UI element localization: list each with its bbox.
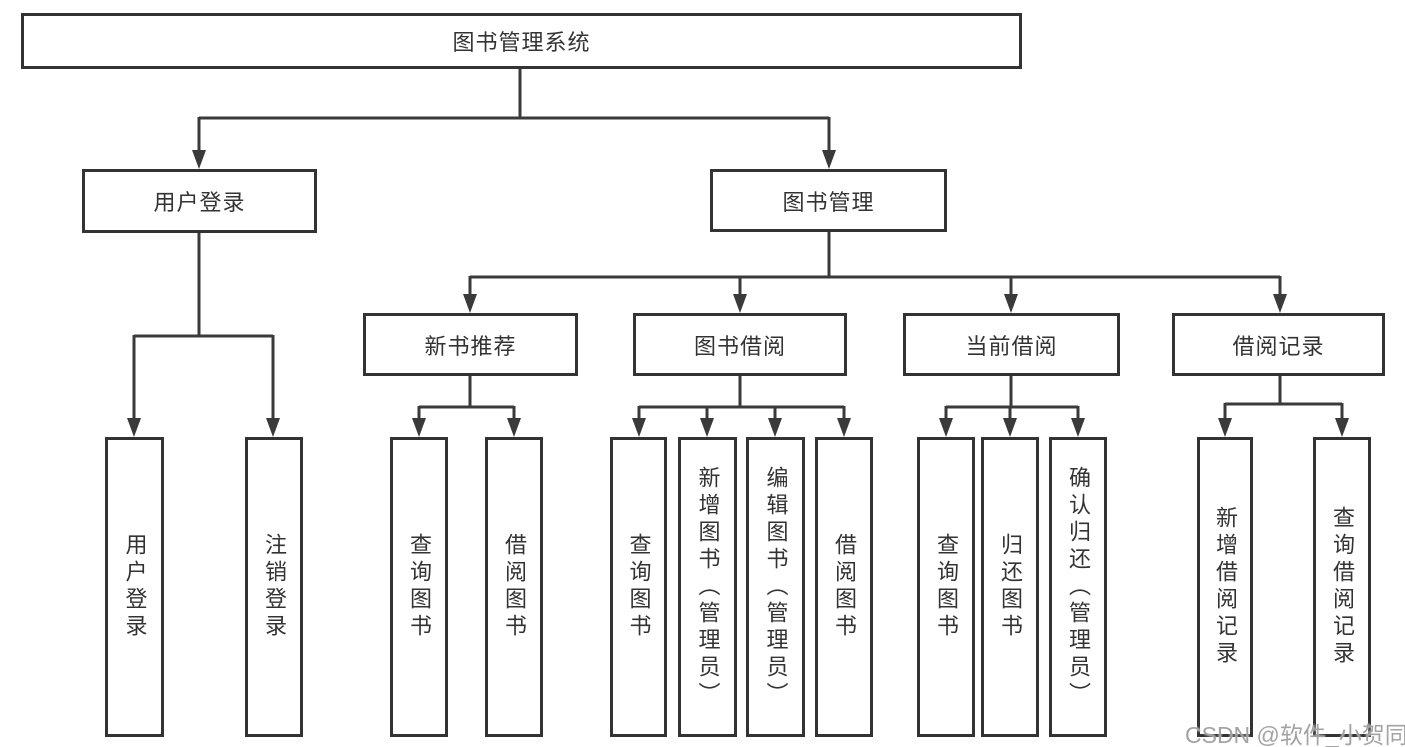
leaf-add-book-admin: 新增图书（管理员）	[678, 437, 737, 737]
leaf-add-borrow-record-label: 新增借阅记录	[1213, 506, 1238, 668]
node-new-book-recommendation-label: 新书推荐	[424, 333, 517, 359]
node-root: 图书管理系统	[21, 13, 1022, 69]
leaf-query-book-current: 查询图书	[917, 437, 975, 737]
node-borrowing-records: 借阅记录	[1172, 313, 1385, 376]
leaf-borrow-book-borrowing: 借阅图书	[815, 437, 873, 737]
node-book-borrowing: 图书借阅	[633, 313, 847, 376]
leaf-confirm-return-admin-label: 确认归还（管理员）	[1066, 465, 1091, 709]
leaf-borrow-book-borrowing-label: 借阅图书	[832, 533, 857, 641]
node-user-login: 用户登录	[82, 169, 317, 233]
leaf-query-borrow-record: 查询借阅记录	[1313, 437, 1371, 737]
leaf-query-book-recommendation: 查询图书	[390, 437, 448, 737]
leaf-query-borrow-record-label: 查询借阅记录	[1330, 506, 1355, 668]
leaf-edit-book-admin: 编辑图书（管理员）	[746, 437, 805, 737]
leaf-add-book-admin-label: 新增图书（管理员）	[695, 465, 721, 709]
leaf-add-borrow-record: 新增借阅记录	[1197, 437, 1253, 737]
leaf-query-book-recommendation-label: 查询图书	[407, 533, 432, 641]
leaf-logout: 注销登录	[245, 437, 303, 737]
node-borrowing-records-label: 借阅记录	[1232, 333, 1325, 359]
csdn-watermark: CSDN @软件_小贺同学	[1185, 722, 1405, 747]
node-book-management-label: 图书管理	[782, 189, 875, 215]
leaf-user-login: 用户登录	[105, 437, 164, 737]
leaf-edit-book-admin-label: 编辑图书（管理员）	[763, 465, 789, 709]
node-user-login-label: 用户登录	[153, 190, 246, 215]
leaf-confirm-return-admin: 确认归还（管理员）	[1049, 437, 1107, 737]
leaf-return-book-label: 归还图书	[998, 533, 1023, 641]
leaf-query-book-borrowing: 查询图书	[610, 437, 667, 737]
node-new-book-recommendation: 新书推荐	[363, 313, 578, 376]
leaf-query-book-borrowing-label: 查询图书	[626, 533, 652, 641]
leaf-logout-label: 注销登录	[262, 533, 287, 641]
leaf-borrow-book-recommendation-label: 借阅图书	[502, 533, 527, 641]
leaf-user-login-label: 用户登录	[122, 533, 148, 641]
leaf-query-book-current-label: 查询图书	[934, 533, 959, 641]
node-current-borrowing: 当前借阅	[903, 313, 1120, 376]
node-current-borrowing-label: 当前借阅	[965, 333, 1058, 359]
leaf-borrow-book-recommendation: 借阅图书	[485, 437, 543, 737]
node-root-label: 图书管理系统	[452, 30, 591, 55]
node-book-management: 图书管理	[710, 169, 947, 232]
node-book-borrowing-label: 图书借阅	[693, 333, 786, 359]
leaf-return-book: 归还图书	[981, 437, 1039, 737]
